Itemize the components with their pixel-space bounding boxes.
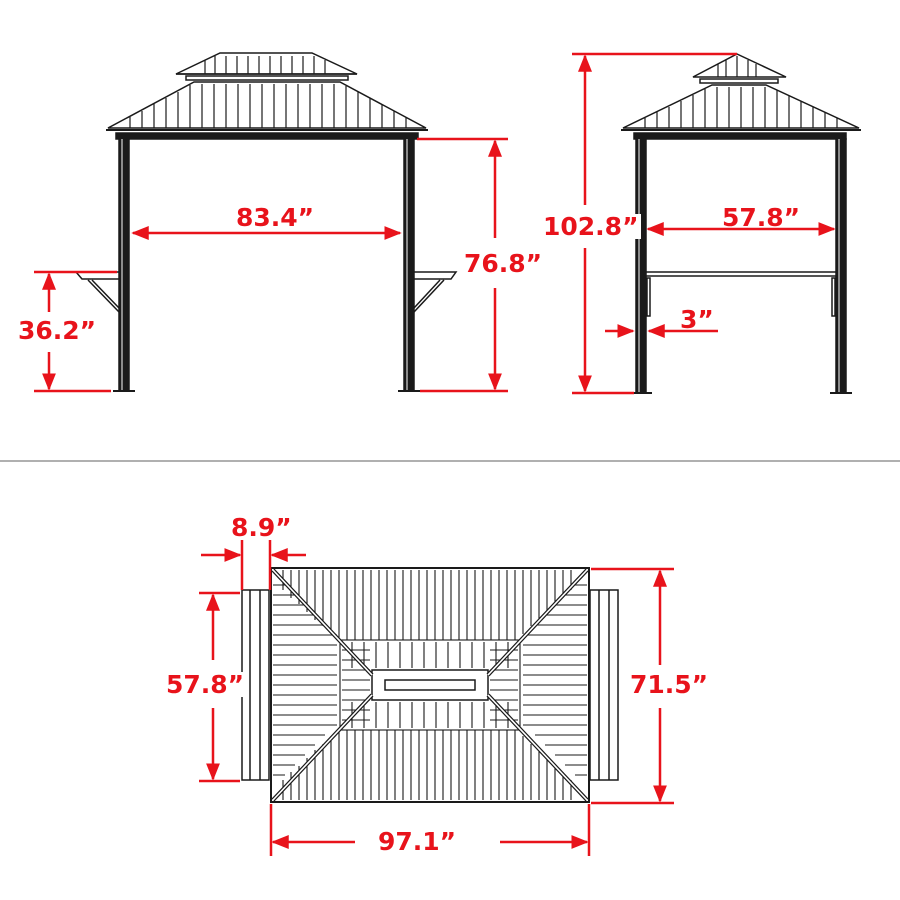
top-roof-length-label: 97.1”: [376, 827, 459, 856]
front-view: [74, 52, 458, 392]
front-left-shelf: [74, 271, 120, 313]
view-divider: [0, 460, 900, 462]
front-right-shelf: [413, 271, 458, 313]
top-right-shelf: [589, 589, 619, 781]
side-right-post: [835, 138, 847, 394]
front-dimensions: [34, 137, 508, 393]
top-roof-depth-label: 71.5”: [628, 670, 711, 699]
front-shelf-height-label: 36.2”: [16, 316, 99, 345]
front-left-post: [118, 138, 130, 392]
side-width-label: 57.8”: [722, 203, 801, 232]
top-view: [241, 567, 619, 803]
front-right-post: [403, 138, 415, 392]
front-width-label: 83.4”: [236, 203, 315, 232]
front-post-height-label: 76.8”: [462, 249, 545, 278]
side-view: [621, 53, 861, 394]
side-dimensions: [572, 52, 836, 395]
top-dimensions: [199, 540, 674, 856]
side-total-height-label: 102.8”: [541, 212, 641, 241]
front-lower-roof: [106, 81, 428, 140]
top-frame-depth-label: 57.8”: [164, 670, 247, 699]
top-shelf-depth-label: 8.9”: [231, 513, 292, 542]
side-post-width-label: 3”: [680, 305, 714, 334]
front-upper-roof: [175, 52, 358, 81]
side-left-post: [635, 138, 647, 394]
top-left-shelf: [241, 589, 270, 781]
